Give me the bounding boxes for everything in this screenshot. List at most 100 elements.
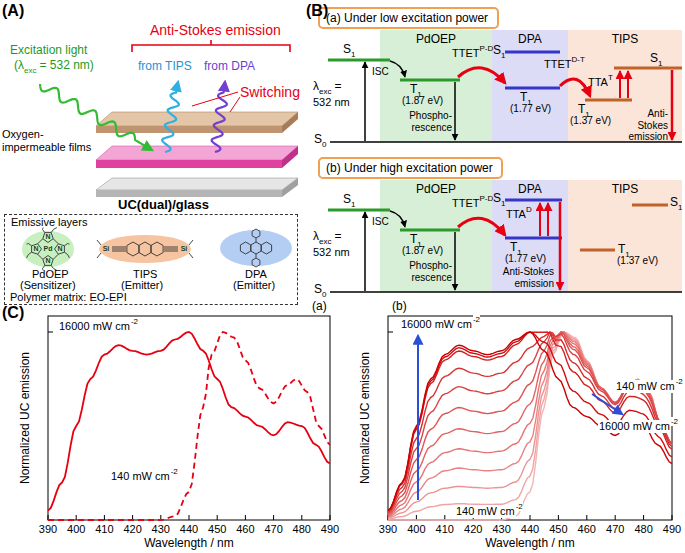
label: Phospho- rescence <box>404 110 452 133</box>
spectrum-curve <box>388 332 672 512</box>
spectrum-curve <box>388 332 672 515</box>
stroke <box>64 252 67 254</box>
stroke <box>240 242 250 254</box>
stroke <box>68 254 70 257</box>
label: (a) <box>312 300 327 314</box>
label: (Emitter) <box>121 279 163 292</box>
subscript: exc <box>24 66 36 75</box>
excitation-wave <box>40 84 152 150</box>
label: S <box>493 44 501 58</box>
index-script: 0 <box>322 140 326 149</box>
tick-label: 470 <box>264 523 282 536</box>
label: TTA <box>588 76 608 89</box>
label: TTA <box>506 208 526 221</box>
axis-ticks <box>48 332 672 520</box>
label: ISC <box>372 66 389 78</box>
label: S <box>343 43 351 57</box>
label: S <box>493 192 501 206</box>
index-script: exc <box>319 87 331 96</box>
tick-label: 440 <box>180 523 198 536</box>
node-text: TIPS <box>568 182 682 196</box>
stroke <box>68 243 70 245</box>
label: (1.77 eV) <box>510 103 551 115</box>
node-text: (b) Under high excitation power <box>326 161 493 175</box>
spectrum-curve <box>388 332 672 520</box>
label: 532 nm <box>313 96 350 109</box>
tick-mark <box>643 515 644 520</box>
index-script: 1 <box>501 199 505 208</box>
label: S <box>314 133 322 147</box>
label: TTET <box>452 47 480 60</box>
stroke <box>97 253 101 258</box>
tips-emission-wave <box>162 82 179 152</box>
tick-label: 490 <box>663 523 681 536</box>
stroke <box>51 229 53 232</box>
tick-mark <box>76 515 77 520</box>
label: S <box>314 283 322 297</box>
axis-title: Wavelength / nm <box>144 537 234 551</box>
node-text: DPA <box>492 32 568 46</box>
label: = <box>334 230 341 244</box>
tick-mark <box>245 515 246 520</box>
index-script: 1 <box>351 50 355 59</box>
stroke <box>43 256 53 266</box>
label: T <box>410 233 417 247</box>
tick-label: 460 <box>236 523 254 536</box>
stroke <box>43 233 53 243</box>
label: S <box>650 52 658 66</box>
stroke <box>27 254 29 257</box>
label: TIPS <box>133 268 157 281</box>
node-text: Emissive layers <box>11 216 291 228</box>
panel-label: (B) <box>306 2 328 20</box>
tick-label: 410 <box>436 523 454 536</box>
condition-box: (a) Under low excitation power <box>318 7 499 29</box>
plot-frame <box>48 316 330 520</box>
label: T <box>520 91 527 105</box>
tick-mark <box>444 515 445 520</box>
stroke <box>27 243 29 245</box>
stroke <box>251 242 261 254</box>
label: (1.87 eV) <box>402 95 443 107</box>
stroke <box>127 242 139 256</box>
power-label: 16000 mW cm <box>58 320 131 333</box>
tick-label: 450 <box>208 523 226 536</box>
label: (1.87 eV) <box>402 245 443 257</box>
atom-label: Si <box>181 245 188 253</box>
label: T <box>510 241 517 255</box>
tick-mark <box>330 515 331 520</box>
index-script: 1 <box>678 203 682 212</box>
tick-label: 390 <box>379 523 397 536</box>
index-script: 1 <box>351 200 355 209</box>
plot-frame <box>388 316 672 520</box>
tick-mark <box>672 515 673 520</box>
stroke <box>64 244 67 246</box>
index-script: D <box>526 205 532 214</box>
axis-title: Normalized UC emission <box>19 352 33 484</box>
switching-leader <box>192 92 240 112</box>
label: Phospho- rescence <box>404 260 452 283</box>
label: (1.37 eV) <box>570 115 611 127</box>
tick-label: 430 <box>152 523 170 536</box>
superscript: -2 <box>131 317 138 326</box>
tick-label: 470 <box>606 523 624 536</box>
label: Anti-Stokes emission <box>500 266 554 289</box>
tick-label: 490 <box>321 523 339 536</box>
atom-label: N <box>57 245 62 253</box>
index-script: P-D <box>480 194 494 203</box>
index-script: T <box>608 73 613 82</box>
superscript: -2 <box>516 502 523 511</box>
index-script: 1 <box>501 51 505 60</box>
label: Polymer matrix: EO-EPI <box>10 291 127 304</box>
stroke <box>252 258 260 267</box>
label: = <box>334 80 341 94</box>
label: PdOEP <box>32 268 69 281</box>
stroke <box>28 252 31 254</box>
stroke <box>151 242 163 256</box>
tick-mark <box>217 515 218 520</box>
tick-label: 390 <box>39 523 57 536</box>
index-script: 1 <box>658 59 662 68</box>
node-text: DPA <box>492 182 568 196</box>
excitation-label: Excitation light <box>10 44 87 58</box>
